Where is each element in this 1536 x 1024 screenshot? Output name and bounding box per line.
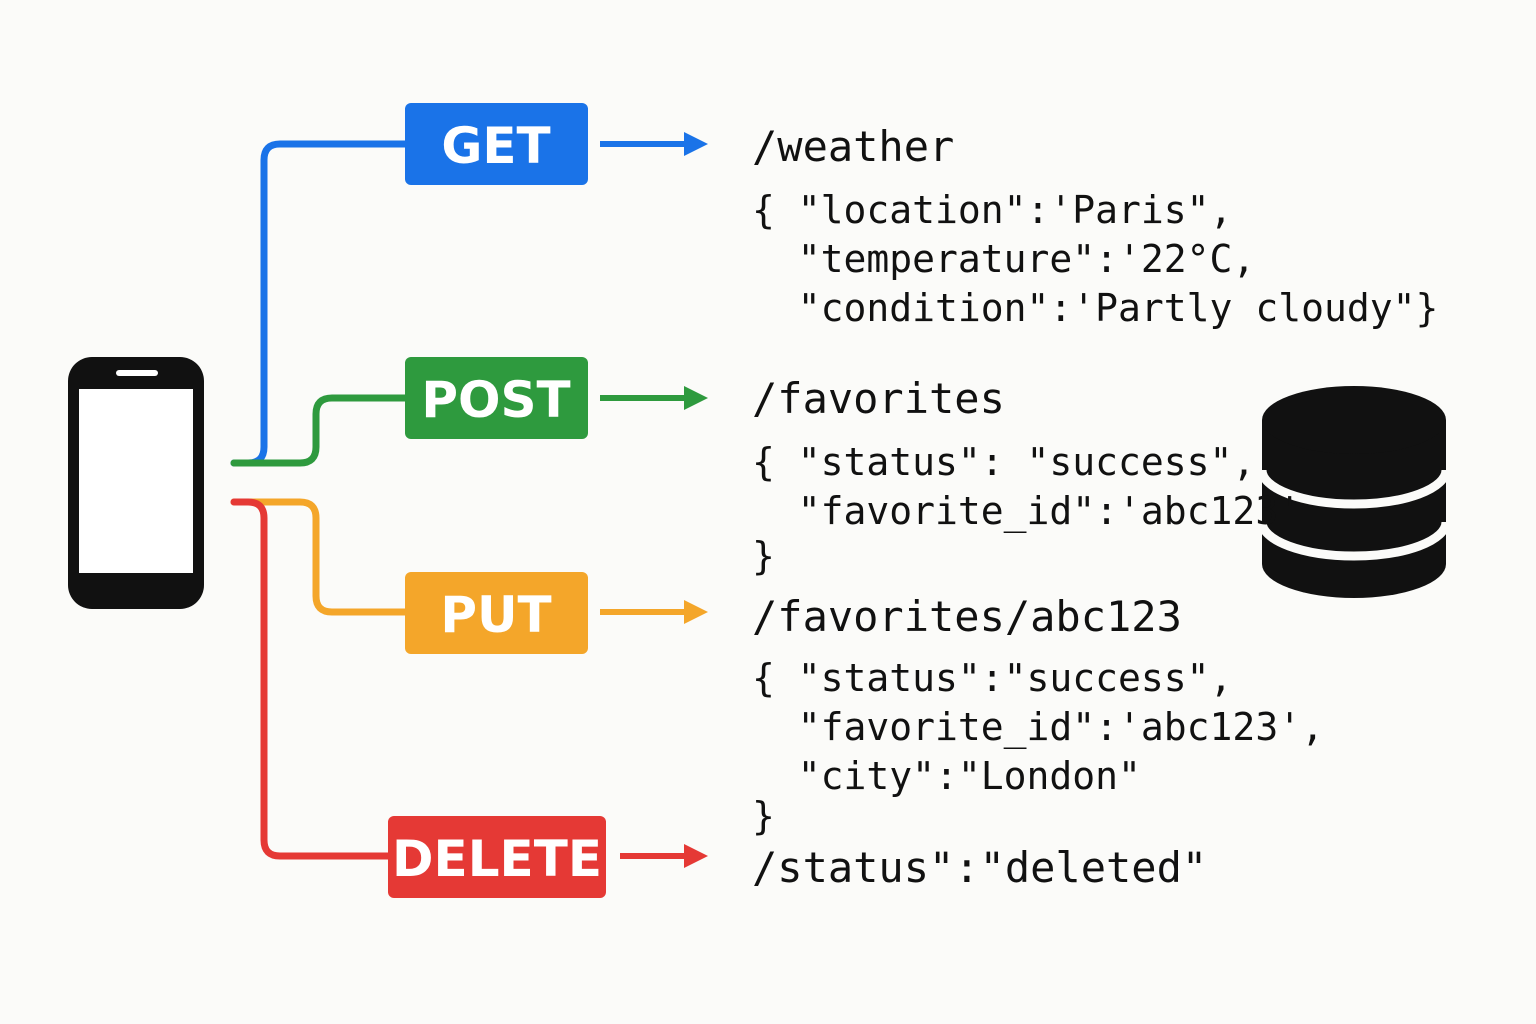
post-response-line: "favorite_id":'abc123' [752,489,1302,533]
post-endpoint: /favorites [752,374,1005,423]
delete-connector [230,498,394,860]
put-arrow [600,600,708,624]
put-endpoint: /favorites/abc123 [752,592,1182,641]
database-icon [1257,386,1451,598]
delete-method-label: DELETE [392,830,602,888]
delete-badge: DELETE [388,816,606,898]
get-connector [230,140,410,467]
smartphone-icon [68,357,204,609]
put-response-line: "city":"London" [752,754,1141,798]
put-response-line: { "status":"success", [752,656,1233,700]
get-method-label: GET [441,117,550,175]
post-arrow [600,386,708,410]
get-endpoint: /weather [752,122,955,171]
get-badge: GET [405,103,588,185]
get-response-line: "temperature":'22°C, [752,237,1256,281]
post-response-line: { "status": "success", [752,440,1256,484]
post-badge: POST [405,357,588,439]
delete-arrow [620,844,708,868]
put-method-label: PUT [440,586,551,644]
post-connector [230,394,410,467]
get-arrow [600,132,708,156]
put-response-line: "favorite_id":'abc123', [752,705,1324,749]
delete-endpoint: /status":"deleted" [752,843,1208,892]
put-response-line: } [752,794,775,838]
put-connector [230,498,410,616]
get-response-line: { "location":'Paris", [752,188,1233,232]
get-response-line: "condition":'Partly cloudy"} [752,286,1439,330]
post-method-label: POST [421,371,570,429]
post-response-line: } [752,534,775,578]
put-badge: PUT [405,572,588,654]
